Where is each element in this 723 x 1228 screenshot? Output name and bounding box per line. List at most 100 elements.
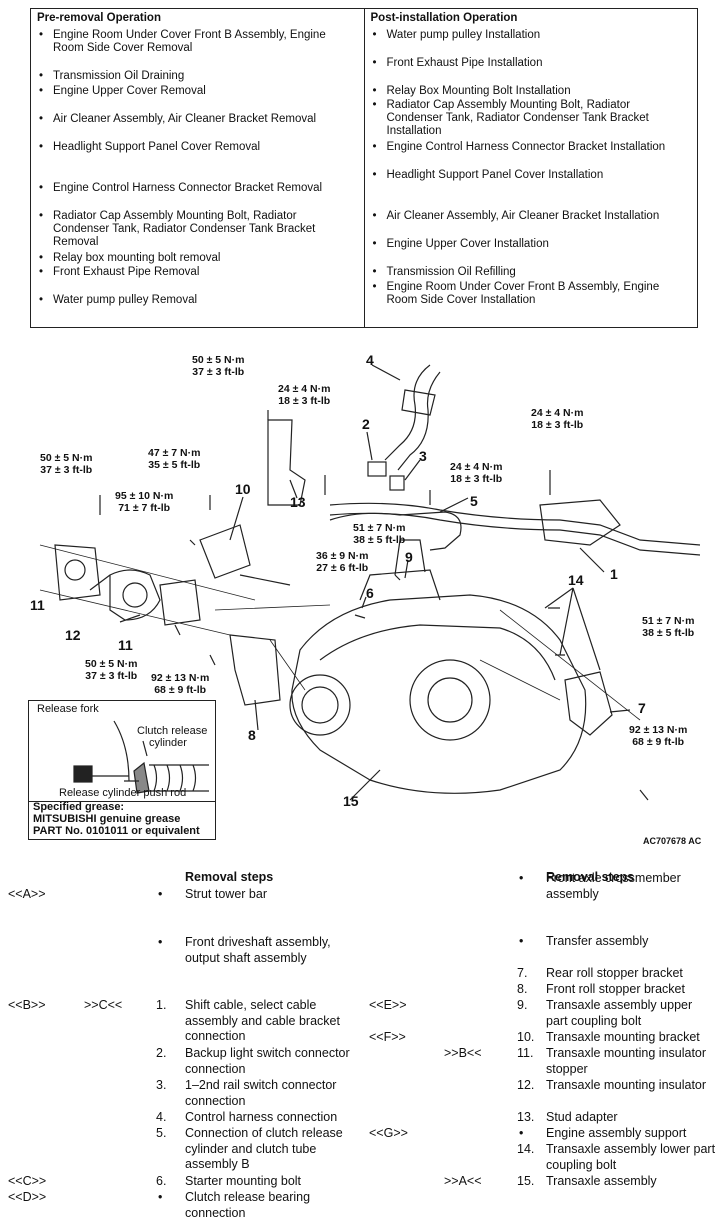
step-num: 5.	[156, 1126, 167, 1140]
step-text: Front roll stopper bracket	[546, 982, 685, 996]
figure-code: AC707678 AC	[643, 836, 702, 846]
callout-15: 15	[343, 793, 359, 809]
removal-steps-heading-right: Removal steps	[546, 870, 635, 884]
step-text: Starter mounting bolt	[185, 1174, 302, 1188]
callout-1: 1	[610, 566, 618, 582]
post-item: Front Exhaust Pipe Installation	[373, 57, 688, 70]
step-mark1: <<F>>	[369, 1030, 406, 1044]
step-num: 10.	[517, 1030, 535, 1044]
step-text: 1–2nd rail switch connector connection	[185, 1078, 337, 1108]
torque-nm: 92 ± 13 N·m	[151, 672, 210, 684]
callout-5: 5	[470, 493, 478, 509]
pre-item: Engine Upper Cover Removal	[39, 85, 354, 98]
inset-divider	[29, 801, 215, 802]
release-fork-label: Release fork	[37, 703, 99, 715]
torque-nm: 24 ± 4 N·m	[450, 461, 503, 473]
step-text: Transaxle assembly lower part coupling b…	[546, 1142, 716, 1172]
torque-nm: 51 ± 7 N·m	[642, 615, 695, 627]
step-mark1: <<E>>	[369, 998, 407, 1012]
step-mark2: >>C<<	[84, 998, 123, 1012]
step-mark2: >>A<<	[444, 1174, 482, 1188]
grease-inset: Release fork Clutch release cylinder Rel…	[28, 700, 216, 840]
torque-ftlb: 68 ± 9 ft-lb	[154, 684, 207, 696]
pre-removal-column: Pre-removal Operation Engine Room Under …	[31, 9, 364, 327]
post-item: Engine Upper Cover Installation	[373, 238, 688, 251]
grease-part-no: PART No. 0101011 or equivalent	[33, 825, 200, 837]
torque-ftlb: 35 ± 5 ft-lb	[148, 459, 201, 471]
cylinder-label: cylinder	[149, 737, 187, 749]
step-num: 9.	[517, 998, 528, 1012]
torque-ftlb: 37 ± 3 ft-lb	[40, 464, 93, 476]
torque-ftlb: 38 ± 5 ft-lb	[353, 534, 406, 546]
step-text: Transaxle mounting bracket	[546, 1030, 700, 1044]
torque-ftlb: 18 ± 3 ft-lb	[531, 419, 584, 431]
post-item: Transmission Oil Refilling	[373, 266, 688, 279]
step-text: Transfer assembly	[546, 934, 649, 948]
torque-nm: 24 ± 4 N·m	[278, 383, 331, 395]
pre-item: Engine Control Harness Connector Bracket…	[39, 182, 354, 195]
step-mark1: <<C>>	[8, 1174, 47, 1188]
post-installation-title: Post-installation Operation	[370, 12, 518, 24]
step-num: 11.	[517, 1046, 534, 1060]
release-cylinder-drawing	[73, 720, 209, 794]
step-text: Rear roll stopper bracket	[546, 966, 683, 980]
step-num: 8.	[517, 982, 528, 996]
torque-nm: 92 ± 13 N·m	[629, 724, 688, 736]
transaxle-exploded-diagram	[39, 364, 701, 801]
step-num: 1.	[156, 998, 167, 1012]
torque-nm: 36 ± 9 N·m	[316, 550, 369, 562]
pre-removal-title: Pre-removal Operation	[37, 12, 161, 24]
torque-nm: 24 ± 4 N·m	[531, 407, 584, 419]
callout-12: 12	[65, 627, 81, 643]
torque-ftlb: 37 ± 3 ft-lb	[192, 366, 245, 378]
post-item: Radiator Cap Assembly Mounting Bolt, Rad…	[373, 99, 688, 138]
step-text: Engine assembly support	[546, 1126, 687, 1140]
torque-nm: 50 ± 5 N·m	[40, 452, 93, 464]
step-num: 12.	[517, 1078, 535, 1092]
removal-steps: Removal steps Removal steps <<A>>•Strut …	[0, 864, 723, 1228]
step-text: Shift cable, select cable assembly and c…	[185, 998, 340, 1043]
torque-ftlb: 37 ± 3 ft-lb	[85, 670, 138, 682]
step-text: Transaxle assembly	[546, 1174, 657, 1188]
step-mark1: <<G>>	[369, 1126, 408, 1140]
step-num: 6.	[156, 1174, 167, 1188]
torque-nm: 47 ± 7 N·m	[148, 447, 201, 459]
torque-ftlb: 27 ± 6 ft-lb	[316, 562, 369, 574]
step-num: •	[519, 871, 524, 885]
pre-item: Radiator Cap Assembly Mounting Bolt, Rad…	[39, 210, 354, 249]
callout-7: 7	[638, 700, 646, 716]
pre-item: Engine Room Under Cover Front B Assembly…	[39, 29, 354, 55]
step-num: 3.	[156, 1078, 167, 1092]
callout-9: 9	[405, 549, 413, 565]
grease-spec: Specified grease: MITSUBISHI genuine gre…	[33, 801, 200, 837]
callout-3: 3	[419, 448, 427, 464]
step-text: Transaxle assembly upper part coupling b…	[546, 998, 693, 1028]
torque-ftlb: 18 ± 3 ft-lb	[450, 473, 503, 485]
step-text: Strut tower bar	[185, 887, 267, 901]
torque-ftlb: 38 ± 5 ft-lb	[642, 627, 695, 639]
post-item: Water pump pulley Installation	[373, 29, 688, 42]
post-item: Relay Box Mounting Bolt Installation	[373, 85, 688, 98]
torque-nm: 50 ± 5 N·m	[192, 354, 245, 366]
step-text: Backup light switch connector connection	[185, 1046, 350, 1076]
pre-item: Water pump pulley Removal	[39, 294, 354, 307]
pre-item: Relay box mounting bolt removal	[39, 252, 354, 265]
step-num: •	[158, 1190, 163, 1204]
step-mark1: <<B>>	[8, 998, 46, 1012]
post-installation-column: Post-installation Operation Water pump p…	[363, 9, 698, 327]
step-text: Front axle crossmember assembly	[546, 871, 681, 901]
callout-6: 6	[366, 585, 374, 601]
post-item: Air Cleaner Assembly, Air Cleaner Bracke…	[373, 210, 688, 223]
step-text: Stud adapter	[546, 1110, 618, 1124]
push-rod-label: Release cylinder push rod	[59, 787, 187, 799]
step-num: •	[519, 934, 524, 948]
torque-ftlb: 71 ± 7 ft-lb	[118, 502, 171, 514]
callout-11: 11	[118, 637, 133, 653]
step-text: Front driveshaft assembly, output shaft …	[185, 935, 331, 965]
